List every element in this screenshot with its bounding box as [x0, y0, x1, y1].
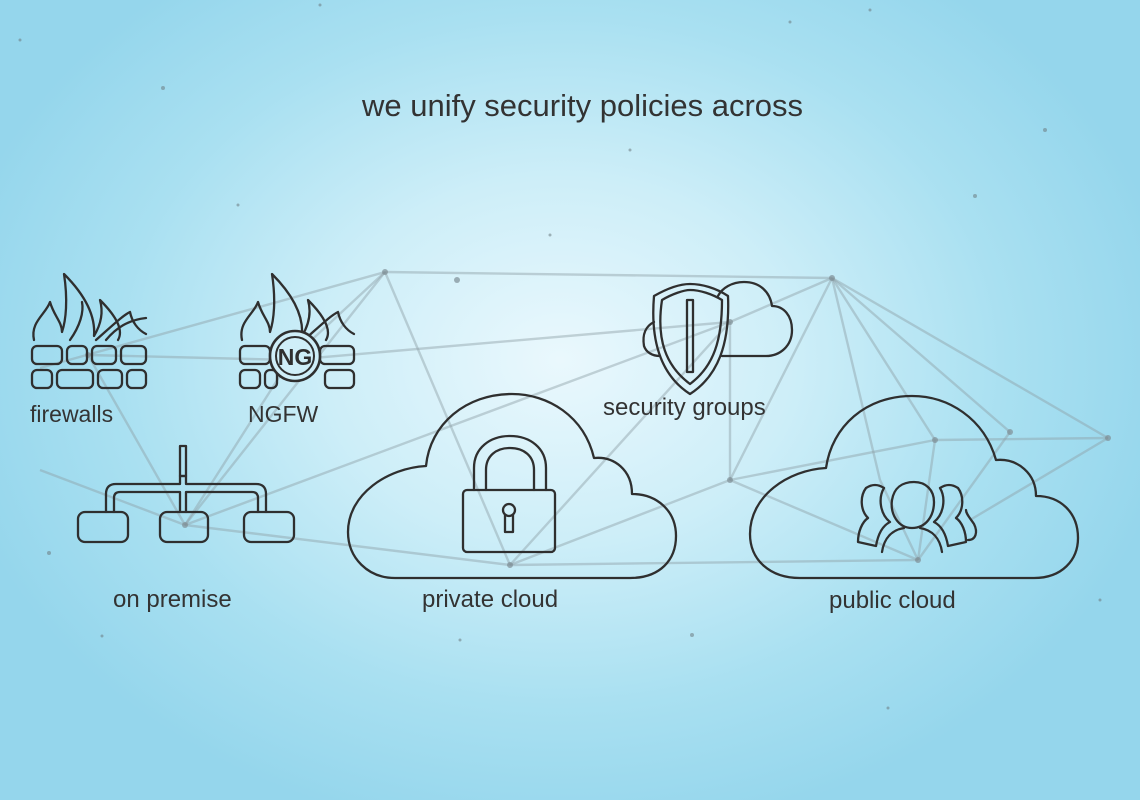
shield-cloud-icon	[642, 280, 794, 396]
cloud-lock-icon	[346, 392, 678, 580]
network-mesh	[39, 270, 1109, 567]
private-cloud-label: private cloud	[422, 586, 559, 613]
security-groups-label: security groups	[603, 394, 766, 421]
on-premise-label: on premise	[113, 586, 232, 613]
ngfw-badge-text: NG	[278, 344, 313, 370]
firewalls-label: firewalls	[30, 401, 114, 427]
network-tree-icon	[76, 444, 296, 544]
ngfw-firewall-icon	[238, 272, 356, 390]
cloud-users-icon	[748, 394, 1080, 580]
firewall-icon	[30, 272, 148, 390]
headline-title: we unify security policies across	[361, 88, 804, 123]
public-cloud-label: public cloud	[829, 587, 956, 614]
ngfw-label: NGFW	[248, 401, 319, 427]
dust-particles	[18, 3, 1102, 710]
